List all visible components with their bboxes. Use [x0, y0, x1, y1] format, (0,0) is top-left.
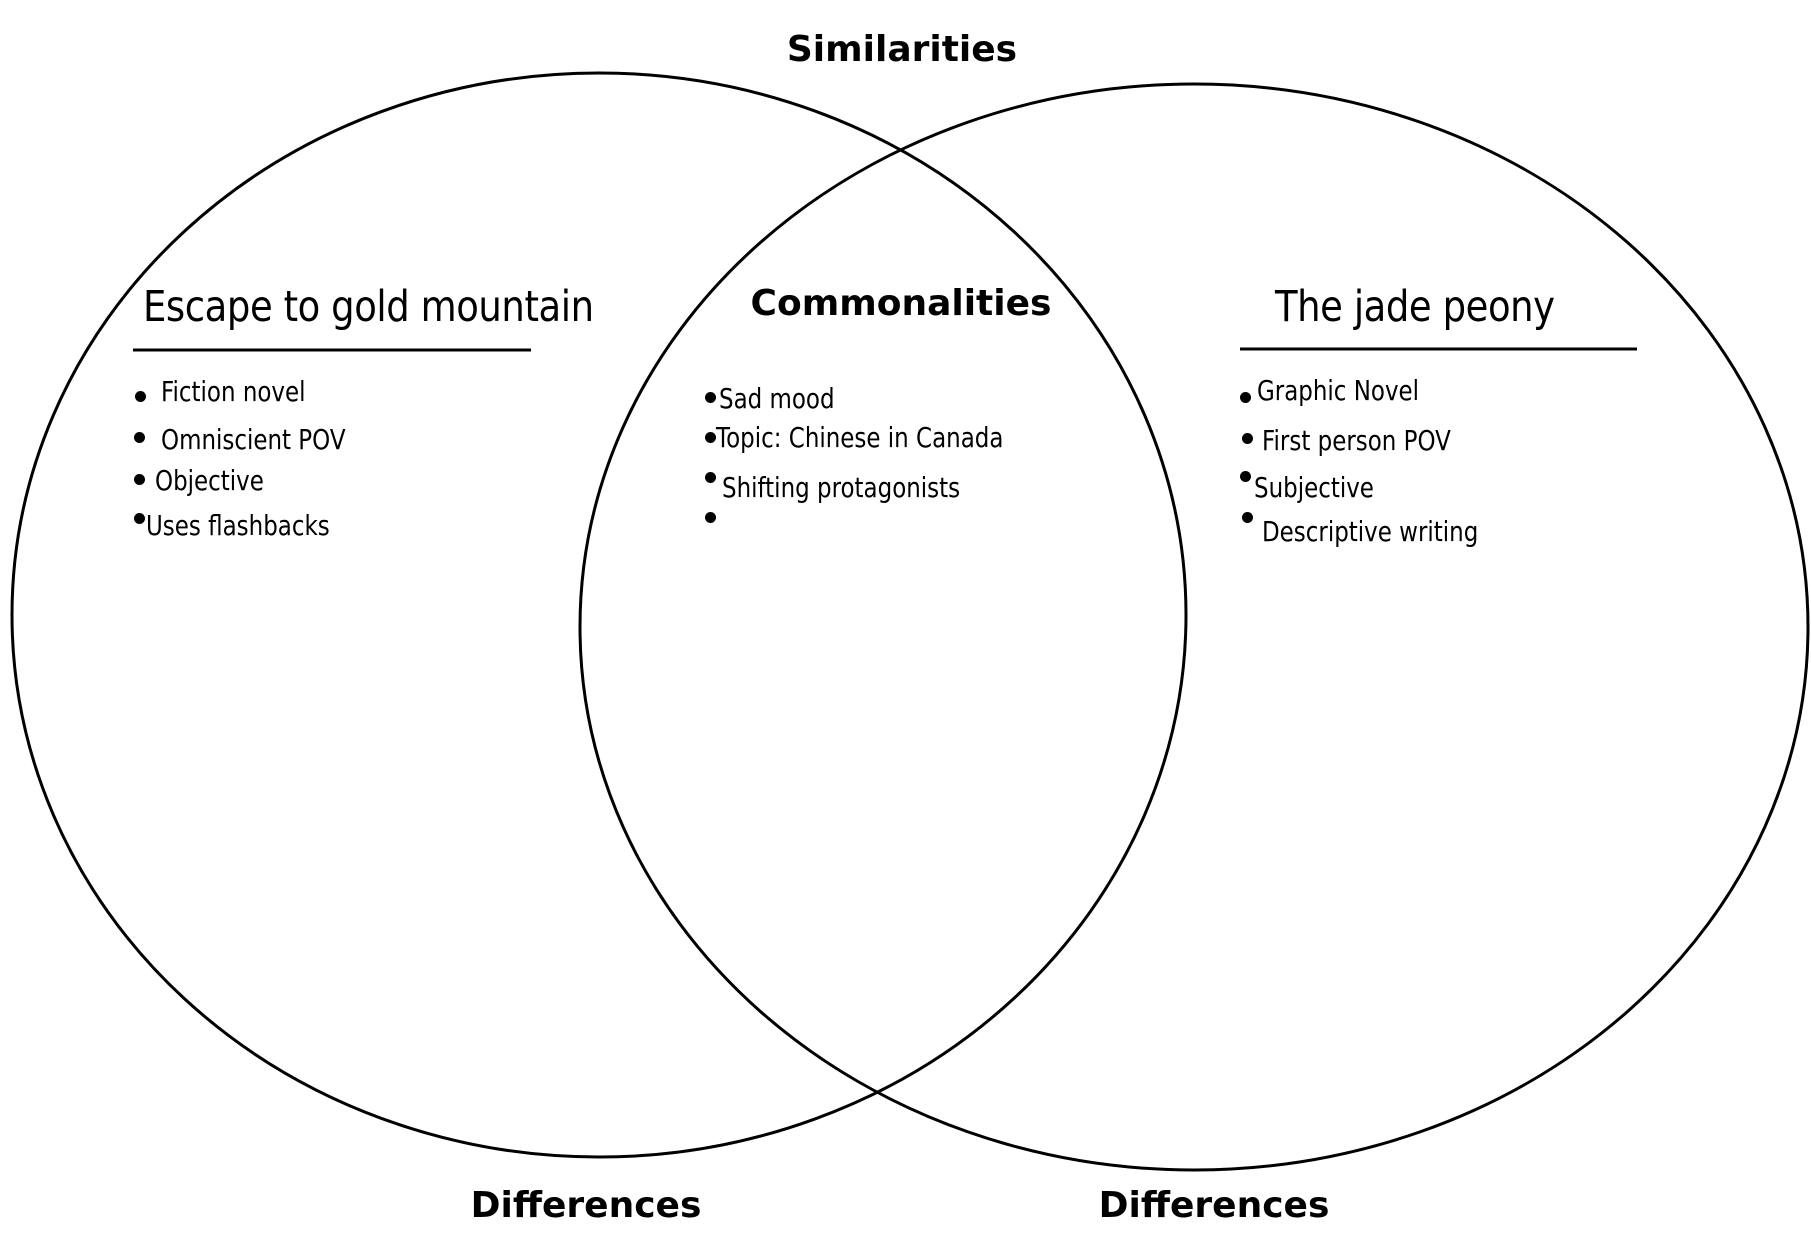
right-item-4: Descriptive writing [1262, 515, 1479, 548]
left-item-2: Omniscient POV [161, 423, 346, 456]
left-bullet-1 [135, 391, 146, 402]
left-title: Escape to gold mountain [143, 282, 594, 332]
left-bullet-2 [134, 432, 145, 443]
right-bullet-3 [1240, 471, 1251, 482]
center-bullet-2 [705, 432, 716, 443]
left-bullet-3 [134, 474, 145, 485]
differences-label-right: Differences [1098, 1185, 1330, 1226]
center-item-2: Topic: Chinese in Canada [716, 421, 1004, 454]
left-bullet-4 [134, 513, 145, 524]
right-item-1: Graphic Novel [1257, 374, 1420, 407]
right-bullet-2 [1242, 433, 1253, 444]
center-bullet-3 [705, 472, 716, 483]
similarities-label: Similarities [786, 29, 1018, 70]
right-bullet-1 [1240, 392, 1251, 403]
left-item-1: Fiction novel [161, 375, 306, 408]
center-bullet-4 [705, 512, 716, 523]
center-item-3: Shifting protagonists [722, 471, 961, 504]
left-item-4: Uses flashbacks [146, 509, 330, 542]
differences-label-left: Differences [470, 1185, 702, 1226]
left-circle [10, 71, 1188, 1159]
right-title: The jade peony [1275, 282, 1555, 332]
right-item-2: First person POV [1262, 424, 1451, 457]
left-item-3: Objective [155, 464, 264, 497]
right-bullet-4 [1242, 512, 1253, 523]
center-item-1: Sad mood [719, 382, 835, 415]
right-circle [578, 82, 1810, 1172]
commonalities-heading: Commonalities [750, 283, 1052, 324]
center-bullet-1 [705, 392, 716, 403]
right-item-3: Subjective [1254, 471, 1374, 504]
